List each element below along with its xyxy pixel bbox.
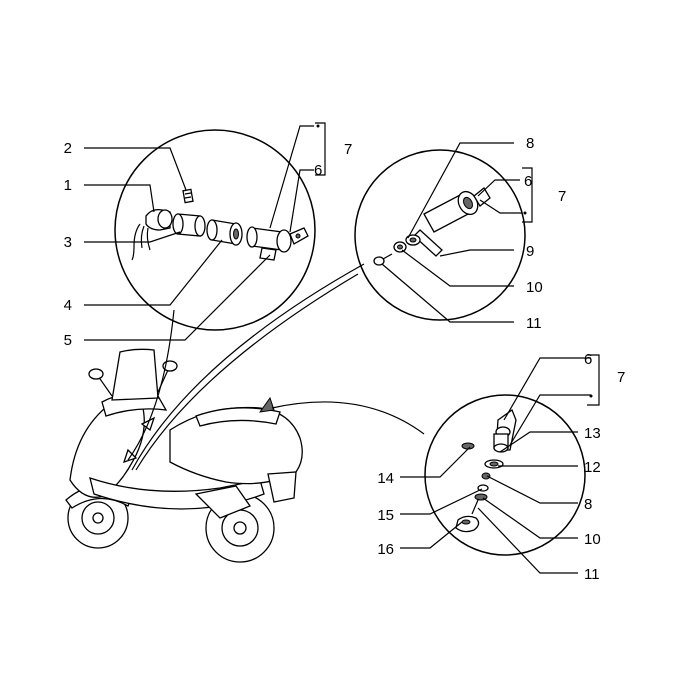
callout-9: 9 [526,243,534,260]
washers-part [373,234,421,266]
callout-4: 4 [64,297,72,314]
scooter-illustration [65,263,425,563]
leader-lines-lower-lock [400,354,600,574]
callout-15: 15 [377,507,394,524]
callout-7-top-left: 7 [344,141,352,158]
callout-1: 1 [64,177,72,194]
callout-11-top-right: 11 [526,315,542,332]
sleeve-part [206,219,243,246]
callout-16: 16 [377,541,394,558]
lower-lock-part [455,408,517,533]
callout-2: 2 [64,140,72,157]
callout-7-top-right: 7 [558,188,566,205]
bolt-lock-part [413,187,491,257]
key-lock-part [246,226,309,261]
callout-12: 12 [584,459,601,476]
callout-10-top-right: 10 [526,279,543,296]
callout-11-bottom-right: 11 [584,566,600,583]
callout-10-bottom-right: 10 [584,531,601,548]
leader-lines-ignition [84,122,326,341]
lock-cylinder-part [172,213,206,237]
callout-14: 14 [377,470,394,487]
detail-circle-lower-lock [424,394,586,556]
pin-part [182,188,194,204]
callout-6-bottom-right: 6 [584,351,592,368]
ignition-switch-part [131,208,173,261]
callout-6-top-right: 6 [524,173,532,190]
callout-8-top-right: 8 [526,135,534,152]
callout-7-bottom-right: 7 [617,369,625,386]
callout-13: 13 [584,425,601,442]
detail-circle-bolt-lock [354,149,526,321]
callout-8-bottom-right: 8 [584,496,592,513]
callout-3: 3 [64,234,72,251]
callout-5: 5 [64,332,72,349]
callout-6-top-left: 6 [314,162,322,179]
leader-lines-bolt-lock [381,142,533,323]
callout-labels: 2 1 3 4 5 7 6 8 6 7 9 10 11 6 7 13 12 14… [64,135,626,583]
